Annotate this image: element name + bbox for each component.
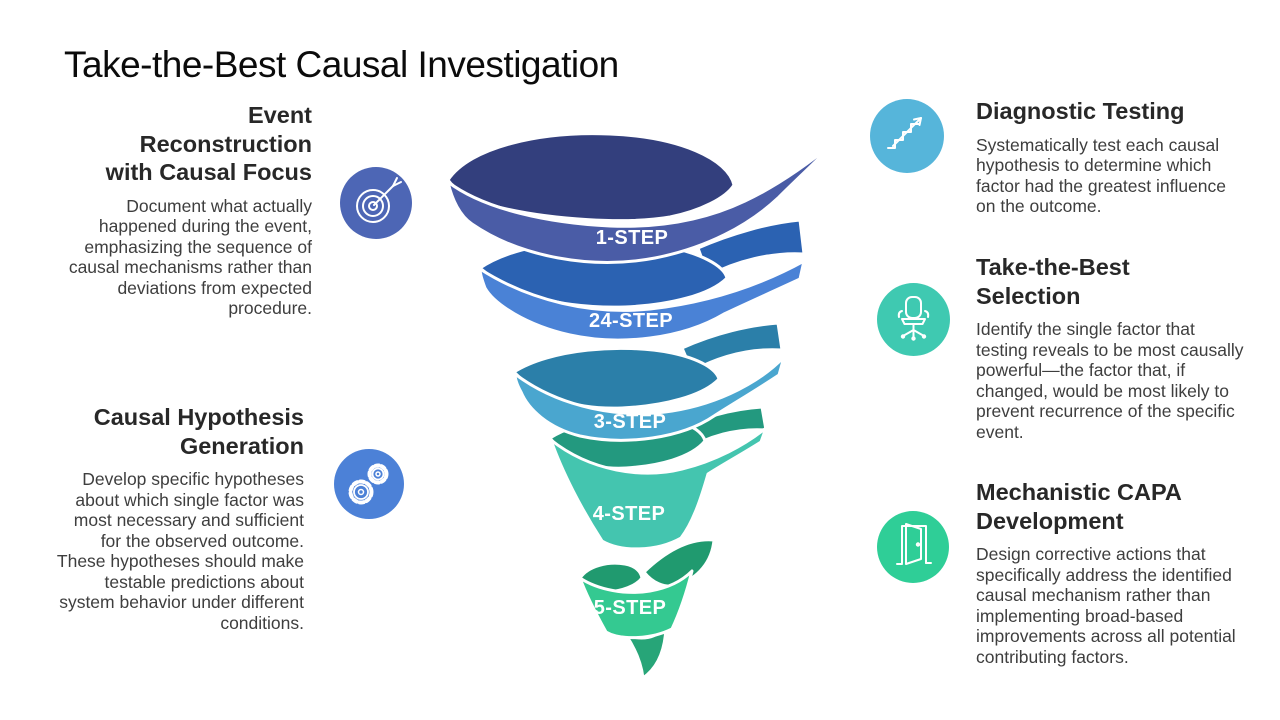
diagnostic-testing-body: Systematically test each causal hypothes… xyxy=(976,134,1227,217)
diagnostic-testing-heading: Diagnostic Testing xyxy=(976,98,1185,124)
stairs-growth-icon xyxy=(870,99,944,173)
take-the-best-selection-heading: Take-the-Best Selection xyxy=(976,254,1130,309)
causal-hypothesis-body: Develop specific hypotheses about which … xyxy=(56,469,304,633)
funnel-step-3: 3-STEP xyxy=(512,321,786,442)
diagnostic-testing-block: Diagnostic Testing Systematically test e… xyxy=(976,97,1246,217)
funnel-step-1-band xyxy=(446,140,837,264)
funnel-step-1-label: 1-STEP xyxy=(596,227,668,249)
funnel-step-2-back-wedge xyxy=(696,218,806,278)
causal-hypothesis-block: Causal Hypothesis Generation Develop spe… xyxy=(52,403,304,633)
funnel-step-4-band xyxy=(549,426,768,551)
funnel-step-3-band xyxy=(513,355,786,442)
funnel-step-5-label: 5-STEP xyxy=(594,597,666,619)
funnel-step-3-back-wedge xyxy=(680,321,784,373)
funnel-step-4-label: 4-STEP xyxy=(593,503,665,525)
take-the-best-selection-block: Take-the-Best Selection Identify the sin… xyxy=(976,253,1248,442)
funnel-step-5: 5-STEP xyxy=(578,538,716,680)
office-chair-icon xyxy=(877,283,950,356)
event-reconstruction-block: Event Reconstruction with Causal Focus D… xyxy=(62,101,312,319)
funnel-step-1: 1-STEP xyxy=(446,132,837,264)
funnel-step-2-label: 24-STEP xyxy=(589,310,673,332)
funnel-diagram: 5-STEP 4-STEP 3-STEP 24-STEP 1-STEP xyxy=(446,132,837,680)
mechanistic-capa-body: Design corrective actions that specifica… xyxy=(976,544,1236,667)
take-the-best-selection-body: Identify the single factor that testing … xyxy=(976,319,1244,442)
funnel-step-2-band xyxy=(478,259,806,342)
target-icon xyxy=(340,167,412,239)
event-reconstruction-heading: Event Reconstruction with Causal Focus xyxy=(105,102,312,186)
event-reconstruction-body: Document what actually happened during t… xyxy=(68,195,312,319)
mechanistic-capa-heading: Mechanistic CAPA Development xyxy=(976,479,1182,534)
funnel-step-5-back-wedge xyxy=(642,538,716,588)
gears-icon xyxy=(334,449,404,519)
mechanistic-capa-block: Mechanistic CAPA Development Design corr… xyxy=(976,478,1254,667)
funnel-step-3-label: 3-STEP xyxy=(594,411,666,433)
funnel-step-5-band xyxy=(578,569,694,640)
open-door-icon xyxy=(877,511,949,583)
causal-hypothesis-heading: Causal Hypothesis Generation xyxy=(93,404,304,459)
page-title: Take-the-Best Causal Investigation xyxy=(64,44,619,85)
